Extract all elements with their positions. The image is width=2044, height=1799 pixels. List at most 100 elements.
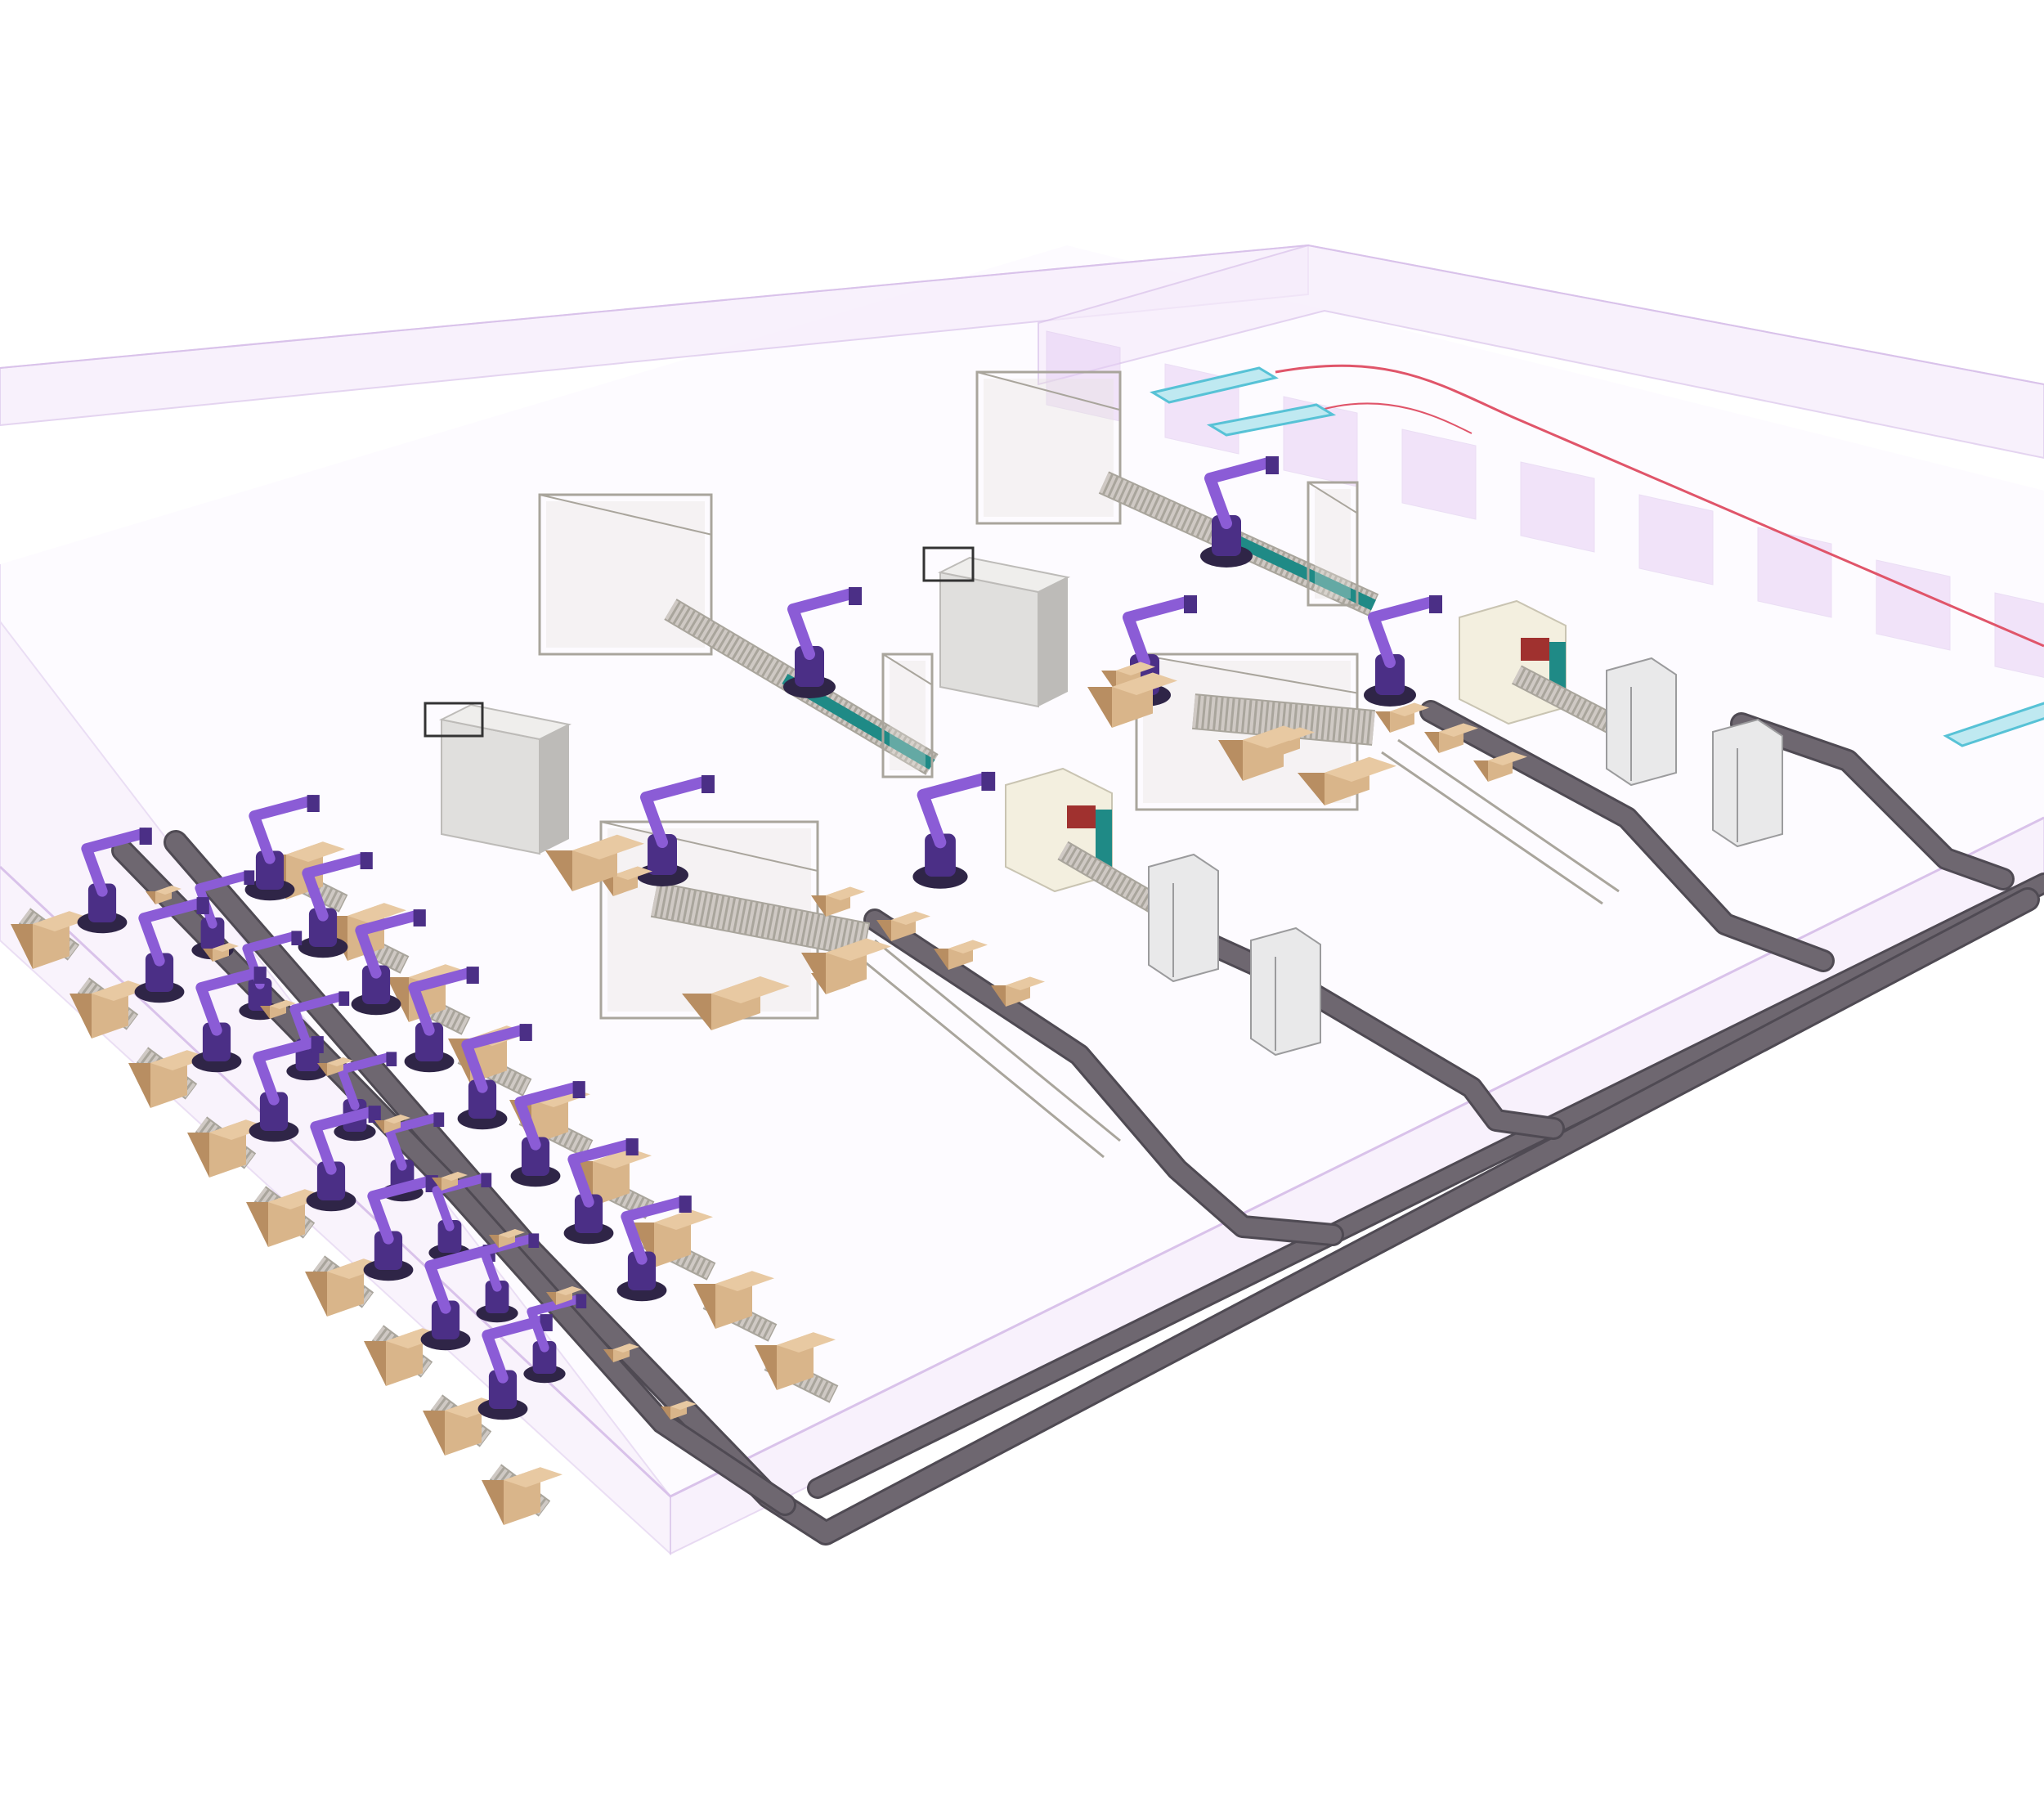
box-top — [948, 940, 988, 953]
robot-gripper — [519, 1024, 532, 1041]
pallet-load — [682, 976, 790, 1030]
robot-arm — [527, 1294, 585, 1353]
robot-gripper — [849, 587, 862, 605]
pallet-load — [801, 938, 891, 994]
palletizing-robot — [477, 1314, 553, 1420]
roller-after-labeler2 — [1512, 666, 1624, 736]
station-conveyor-line2 — [1192, 695, 1375, 744]
robot-arm — [253, 1036, 322, 1106]
robot-gripper — [291, 931, 303, 945]
box-side — [1298, 773, 1325, 805]
palletizing-robot — [476, 1233, 540, 1323]
control-cabinet — [1712, 718, 1783, 848]
box-side — [374, 1120, 384, 1133]
partition-pane — [1638, 494, 1714, 585]
carton-box — [546, 1286, 582, 1305]
palletizing-robot — [420, 1245, 495, 1351]
robot-gripper — [433, 1112, 445, 1127]
robot-arm — [461, 1024, 531, 1093]
pallet-stack — [69, 980, 150, 1039]
robot-gripper — [481, 1173, 492, 1187]
robot-body — [795, 646, 824, 687]
box-side — [317, 1063, 327, 1076]
pallet-load — [545, 834, 644, 891]
carton-box — [1473, 751, 1527, 782]
teal-conveyor-line2 — [1232, 534, 1376, 611]
robot-body — [488, 1370, 518, 1409]
box-side — [755, 1345, 777, 1390]
robot-gripper — [625, 1138, 639, 1155]
frame-brace — [882, 653, 933, 686]
robot-gripper — [572, 1081, 585, 1098]
palletizing-robot — [510, 1081, 585, 1187]
box-side — [203, 949, 213, 962]
box-top — [826, 886, 865, 900]
box-side — [811, 895, 826, 917]
labeler-line2 — [1459, 599, 1567, 725]
box-side — [305, 1272, 327, 1317]
cabinet-body — [1712, 718, 1783, 848]
robot-body — [925, 833, 956, 877]
box-side — [682, 994, 711, 1030]
frame-panel — [984, 379, 1114, 517]
box-top — [891, 911, 930, 925]
robot-body — [574, 1194, 603, 1233]
pallet-stack — [128, 1050, 209, 1108]
robot-arm — [289, 991, 348, 1050]
box-top — [1488, 751, 1527, 765]
control-cabinet — [1606, 657, 1677, 787]
robot-gripper — [413, 909, 426, 926]
palletizing-robot — [783, 587, 862, 698]
box-top — [286, 841, 345, 862]
frame-panel — [890, 661, 926, 770]
box-top — [1112, 672, 1177, 695]
palletizing-robot — [191, 967, 267, 1073]
palletizing-robot — [351, 909, 426, 1016]
box-side — [128, 1063, 150, 1108]
box-top — [327, 1057, 353, 1066]
carton-box — [1375, 702, 1429, 733]
carton-box — [489, 1229, 525, 1248]
robot-body — [248, 978, 272, 1011]
robot-gripper — [311, 1036, 324, 1053]
gantry-stacker-line2 — [975, 370, 1122, 525]
machine-side — [540, 725, 569, 854]
robot-body — [145, 953, 174, 992]
robot-body — [1212, 515, 1241, 556]
partition-pane — [1876, 559, 1951, 651]
carton-box — [203, 943, 239, 962]
robot-body — [374, 1231, 403, 1270]
red-pipe-branch — [1324, 402, 1472, 434]
box-side — [246, 1202, 268, 1247]
conveyor-belt — [809, 875, 2044, 1496]
wrapper-dispenser-line1 — [424, 702, 484, 738]
box-top — [715, 1271, 774, 1291]
blue-rail-table — [1943, 702, 2044, 747]
partition-pane — [1401, 428, 1477, 520]
robot-arm — [640, 775, 713, 848]
box-side — [546, 1292, 556, 1305]
labeler-panel — [1096, 810, 1112, 871]
robot-arm — [81, 828, 150, 897]
robot-gripper — [244, 870, 255, 885]
carton-box — [876, 911, 930, 941]
robot-gripper — [981, 771, 996, 791]
wall-top-edge — [0, 816, 2044, 1498]
guide-rail — [874, 939, 1121, 1142]
glass-rack-line2 — [1307, 481, 1359, 607]
box-side — [661, 1406, 670, 1420]
palletizing-robot — [77, 828, 152, 934]
box-top — [155, 886, 182, 895]
robot-body — [521, 1137, 550, 1176]
robot-body — [627, 1251, 657, 1290]
frame-panel — [1315, 489, 1351, 599]
box-top — [150, 1050, 209, 1070]
partition-pane — [1520, 461, 1595, 553]
robot-gripper — [576, 1294, 587, 1308]
robot-gripper — [1266, 456, 1279, 474]
robot-body — [1375, 654, 1405, 695]
robot-body — [485, 1281, 509, 1313]
carton-box — [1424, 723, 1478, 753]
carton-box — [317, 1057, 353, 1076]
